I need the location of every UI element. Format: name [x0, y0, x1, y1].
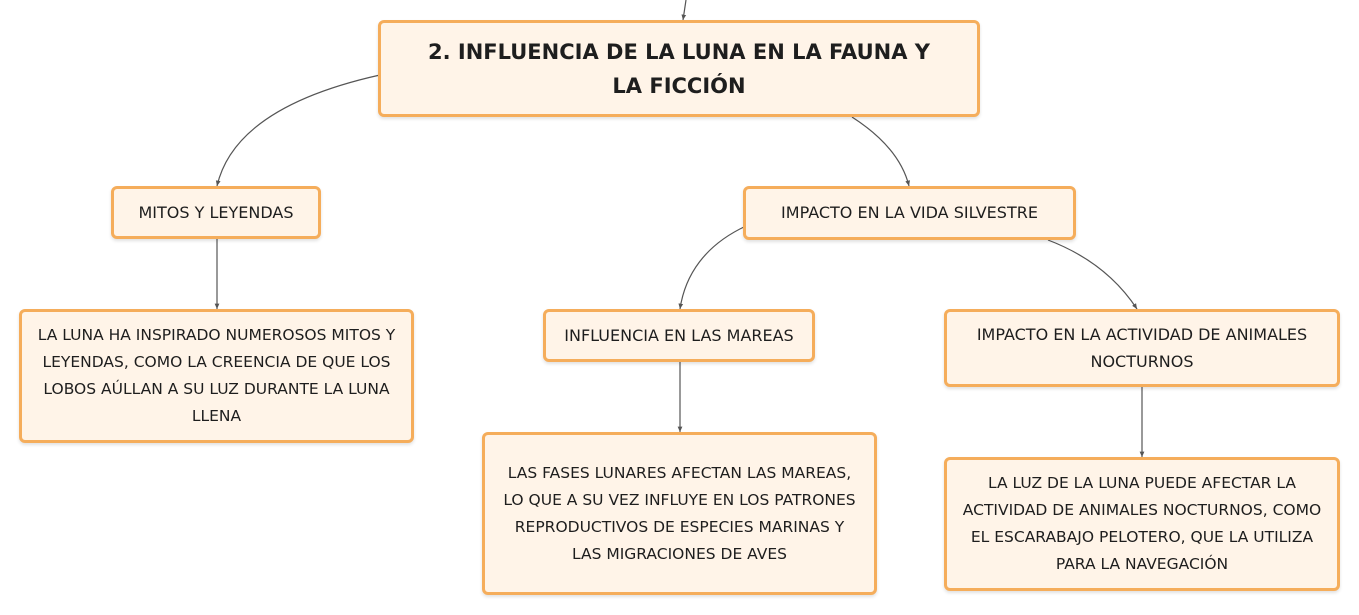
- connector-wildlife-to-nocturnal: [1047, 239, 1138, 310]
- connector-root-to-myths: [215, 74, 381, 187]
- root-node-label: 2. INFLUENCIA DE LA LUNA EN LA FAUNA Y L…: [427, 39, 930, 98]
- wildlife-node-label: IMPACTO EN LA VIDA SILVESTRE: [781, 203, 1038, 222]
- myths-detail-node[interactable]: LA LUNA HA INSPIRADO NUMEROSOS MITOS Y L…: [19, 309, 414, 443]
- tides-node[interactable]: INFLUENCIA EN LAS MAREAS: [543, 309, 815, 362]
- myths-node-label: MITOS Y LEYENDAS: [138, 202, 294, 222]
- connector-parent-to-root: [681, 0, 687, 21]
- root-node[interactable]: 2. INFLUENCIA DE LA LUNA EN LA FAUNA Y L…: [378, 20, 980, 117]
- connector-root-to-wildlife: [851, 116, 911, 187]
- nocturnal-node-label: IMPACTO EN LA ACTIVIDAD DE ANIMALES NOCT…: [976, 325, 1308, 371]
- nocturnal-detail-text: LA LUZ DE LA LUNA PUEDE AFECTAR LA ACTIV…: [962, 474, 1322, 573]
- myths-node[interactable]: MITOS Y LEYENDAS: [111, 186, 321, 239]
- wildlife-node[interactable]: IMPACTO EN LA VIDA SILVESTRE: [743, 186, 1076, 240]
- tides-node-label: INFLUENCIA EN LAS MAREAS: [564, 325, 794, 345]
- tides-detail-node[interactable]: LAS FASES LUNARES AFECTAN LAS MAREAS, LO…: [482, 432, 877, 595]
- myths-detail-text: LA LUNA HA INSPIRADO NUMEROSOS MITOS Y L…: [37, 326, 396, 425]
- tides-detail-text: LAS FASES LUNARES AFECTAN LAS MAREAS, LO…: [503, 463, 856, 563]
- nocturnal-node[interactable]: IMPACTO EN LA ACTIVIDAD DE ANIMALES NOCT…: [944, 309, 1340, 387]
- connector-wildlife-to-tides: [678, 225, 747, 310]
- nocturnal-detail-node[interactable]: LA LUZ DE LA LUNA PUEDE AFECTAR LA ACTIV…: [944, 457, 1340, 591]
